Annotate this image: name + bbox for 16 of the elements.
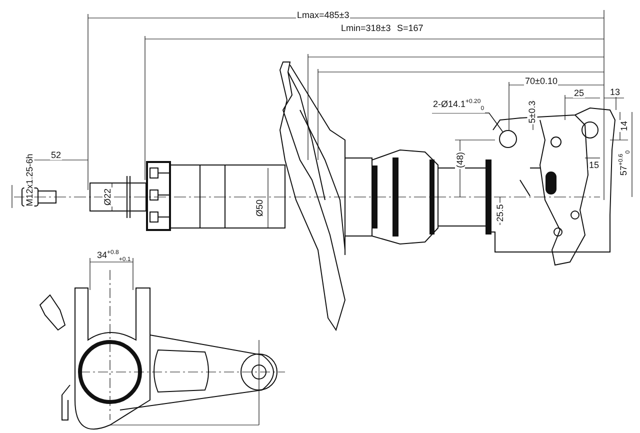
dimension-label: 5±0.3 [527,100,538,124]
dimension-label: Ø22 [102,188,112,206]
dimension-label: M12x1.25-6h [24,152,34,208]
dimension-label: 70±0.10 [524,76,558,86]
dimension-label: Lmin=318±3 [340,23,392,33]
dimension-label: Lmax=485±3 [296,10,350,20]
dimension-label: (48) [455,151,465,169]
dimension-label: 25 [573,88,586,98]
dimension-label: 15 [588,160,600,170]
dimension-label: 13 [609,87,622,97]
dimension-label: Ø50 [254,198,264,218]
dimension-label: 14 [619,120,629,132]
dimension-label: S=167 [396,23,424,33]
dimension-label: 25.5 [494,203,505,223]
mounting-hole [499,130,517,148]
dimension-label: 52 [50,150,62,160]
